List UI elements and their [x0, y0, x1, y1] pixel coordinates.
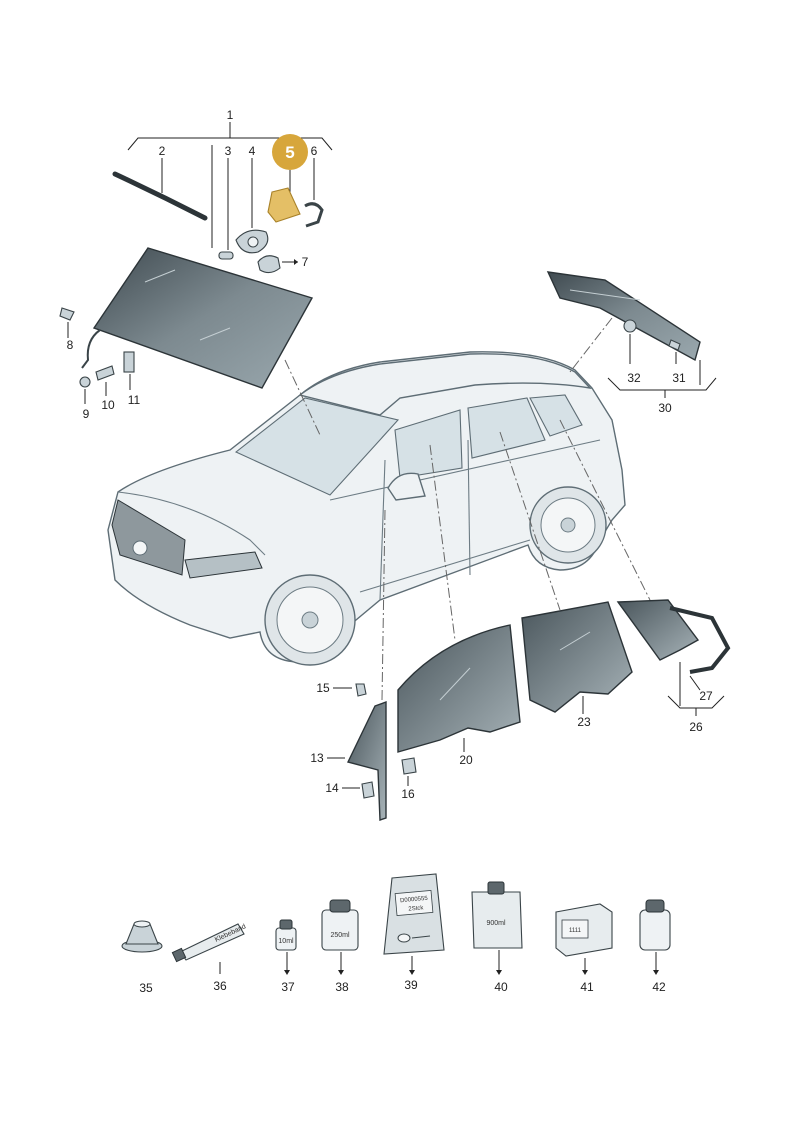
callout-27: 27 — [699, 689, 713, 703]
heating-cable — [81, 329, 101, 369]
callout-11: 11 — [128, 393, 141, 407]
trim-clip — [218, 251, 234, 260]
group-26-bracket — [667, 695, 725, 709]
pouch-text-2: 2Stck — [408, 905, 424, 912]
car-mirror — [387, 472, 426, 501]
callout-4: 4 — [249, 144, 256, 158]
callout-31: 31 — [672, 371, 686, 385]
callout-42: 42 — [652, 980, 666, 994]
vehicle-illustration — [107, 351, 626, 666]
callout-9: 9 — [83, 407, 90, 421]
car-beltline — [329, 439, 601, 501]
washer-nozzle — [59, 307, 75, 321]
windshield-glass — [92, 247, 314, 389]
callout-13: 13 — [310, 751, 324, 765]
car-sill-line — [359, 539, 531, 593]
callout-30: 30 — [658, 401, 672, 415]
car-front-door-window — [394, 409, 463, 479]
rear-door-glass-23 — [521, 601, 633, 713]
clip-31 — [668, 339, 681, 351]
front-wheel — [264, 574, 356, 666]
can-38: 250ml — [321, 899, 359, 951]
callout-15: 15 — [316, 681, 330, 695]
callout-36: 36 — [213, 979, 227, 993]
box-text: 1111 — [569, 928, 582, 934]
callout-41: 41 — [580, 980, 594, 994]
cap-32 — [623, 319, 637, 333]
can-text: 250ml — [330, 932, 350, 939]
canister-text: 900ml — [486, 920, 506, 927]
highlight-badge — [272, 134, 308, 170]
pouch-39: D0000555 2Stck — [383, 873, 445, 955]
rear-window-glass — [546, 271, 701, 362]
car-logo — [132, 540, 148, 556]
adhesive-tube-36: Klebeband — [171, 923, 247, 963]
car-grille — [111, 499, 186, 576]
callout-32: 32 — [627, 371, 641, 385]
car-hood-line — [117, 491, 266, 556]
consumables-row: 35 Klebeband 36 10ml 37 250ml 38 — [121, 873, 671, 995]
bolt-15 — [355, 683, 367, 697]
windshield-seal — [112, 171, 208, 221]
car-rear-door-window — [467, 397, 546, 459]
side-glass-group: 15 13 14 16 20 23 27 26 — [310, 599, 731, 821]
seal-27 — [669, 606, 731, 674]
callout-8: 8 — [67, 338, 74, 352]
callout-20: 20 — [459, 753, 473, 767]
quarter-glass-13 — [347, 701, 387, 821]
car-windshield — [234, 397, 400, 496]
callout-6: 6 — [311, 144, 318, 158]
canister-40: 900ml — [471, 881, 523, 949]
connector-9 — [79, 376, 91, 388]
reference-lines — [284, 317, 651, 701]
callout-7: 7 — [302, 255, 309, 269]
callout-37: 37 — [281, 980, 295, 994]
wiring-harness — [304, 202, 324, 228]
callout-14: 14 — [325, 781, 339, 795]
sealing-cord-35 — [121, 920, 163, 953]
rain-sensor — [257, 255, 281, 274]
quarter-glass-26 — [616, 599, 700, 661]
car-roof — [298, 353, 592, 416]
callout-2: 2 — [159, 144, 166, 158]
car-quarter-window — [529, 394, 583, 437]
callout-10: 10 — [101, 398, 115, 412]
group-30-bracket — [607, 377, 717, 391]
jar-42 — [639, 899, 671, 951]
clip-16 — [401, 757, 417, 775]
windshield-group: 1 2 3 4 5 6 7 8 9 10 — [59, 108, 333, 421]
highlighted-part-5 — [267, 187, 301, 223]
callout-38: 38 — [335, 980, 349, 994]
rear-window-group: 32 31 30 — [546, 271, 717, 415]
car-door-seam-front — [379, 459, 386, 601]
small-bottle-37: 10ml — [275, 919, 297, 951]
callout-26: 26 — [689, 720, 703, 734]
spacer-11 — [123, 351, 135, 373]
pouch-text-1: D0000555 — [400, 896, 429, 904]
bolt-10 — [95, 365, 115, 381]
callout-1: 1 — [227, 108, 234, 122]
front-door-glass-20 — [397, 624, 521, 753]
callout-40: 40 — [494, 980, 508, 994]
car-headlight — [184, 551, 263, 579]
callout-35: 35 — [139, 981, 153, 995]
bolt-14 — [361, 781, 375, 799]
box-41: 1111 — [555, 903, 613, 957]
rear-wheel — [529, 486, 607, 564]
car-door-seam-rear — [467, 439, 471, 576]
callout-3: 3 — [225, 144, 232, 158]
callout-23: 23 — [577, 715, 591, 729]
callout-5: 5 — [285, 143, 294, 162]
callout-39: 39 — [404, 978, 418, 992]
small-bottle-text: 10ml — [278, 938, 294, 945]
callout-16: 16 — [401, 787, 415, 801]
